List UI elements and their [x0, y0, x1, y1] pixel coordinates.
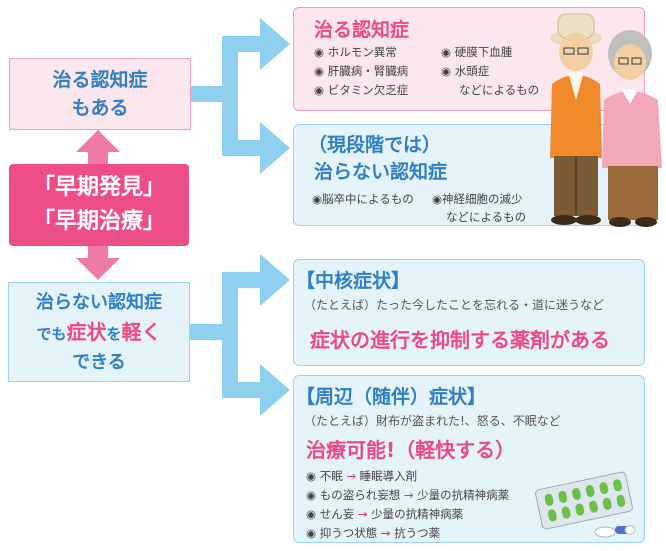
peripheral-example: （たとえば）財布が盗まれた!、怒る、不眠など — [304, 414, 561, 428]
left-bottom-wo: を — [106, 325, 122, 343]
incurable-note: などによるもの — [446, 210, 527, 224]
left-bottom-symptom: 症状 — [66, 320, 107, 344]
curable-note: などによるもの — [459, 83, 540, 97]
left-top-line1: 治る認知症 — [52, 69, 148, 91]
early-detection-treatment-box: 「早期発見」 「早期治療」 — [9, 164, 189, 246]
treatment-arrow: → — [403, 488, 414, 502]
peripheral-title: 【周辺（随伴）症状】 — [296, 386, 487, 408]
elderly-couple-icon — [550, 13, 662, 227]
treatment-drug: 抗うつ薬 — [394, 526, 441, 540]
core-symptoms-box: 【中核症状】 （たとえば）たった今したことを忘れる・道に迷うなど 症状の進行を抑… — [293, 259, 645, 366]
treatment-drug: 睡眠導入剤 — [359, 469, 418, 483]
curable-item: ◉ ビタミン欠乏症 — [314, 83, 409, 97]
center-line2: 「早期治療」 — [32, 209, 165, 234]
treatment-drug: 少量の抗精神病薬 — [417, 488, 510, 502]
incurable-title-line1: （現段階では） — [308, 134, 442, 156]
incurable-dementia-summary: 治らない認知症 でも症状を軽く できる — [8, 282, 190, 382]
treatment-arrow: → — [357, 507, 368, 521]
left-bottom-line1: 治らない認知症 — [36, 292, 162, 313]
curable-title: 治る認知症 — [314, 19, 410, 41]
incurable-title-line2: 治らない認知症 — [314, 161, 448, 183]
treatment-row: ◉ もの盗られ妄想 → 少量の抗精神病薬 — [306, 487, 509, 503]
curable-item: ◉ ホルモン異常 — [314, 45, 397, 59]
curable-dementia-summary: 治る認知症 もある — [9, 58, 191, 130]
left-bottom-line3: できる — [72, 352, 126, 373]
core-title: 【中核症状】 — [296, 270, 411, 292]
left-bottom-lighter: 軽く — [121, 320, 162, 344]
treatment-symptom: ◉ もの盗られ妄想 — [306, 488, 401, 502]
bottom-branch-arrow — [190, 254, 290, 416]
left-bottom-demo: でも — [36, 325, 67, 343]
treatment-symptom: ◉ 不眠 — [306, 469, 343, 483]
center-line1: 「早期発見」 — [32, 175, 165, 200]
core-example: （たとえば）たった今したことを忘れる・道に迷うなど — [304, 298, 605, 312]
treatment-row: ◉ 抑うつ状態 → 抗うつ薬 — [306, 525, 440, 541]
left-bottom-line2: でも症状を軽く — [9, 317, 189, 349]
medicine-pills-icon — [535, 471, 636, 538]
treatment-row: ◉ せん妄 → 少量の抗精神病薬 — [306, 506, 463, 522]
incurable-item: ◉脳卒中によるもの — [312, 192, 414, 206]
top-branch-arrow — [190, 18, 290, 174]
pink-updown-arrow — [76, 130, 120, 280]
curable-item: ◉ 肝臓病・腎臓病 — [314, 64, 409, 78]
treatment-symptom: ◉ 抑うつ状態 — [306, 526, 378, 540]
core-highlight: 症状の進行を抑制する薬剤がある — [310, 328, 610, 352]
incurable-item: ◉神経細胞の減少 — [432, 192, 523, 206]
curable-item: ◉ 水頭症 — [441, 64, 490, 78]
treatment-drug: 少量の抗精神病薬 — [371, 507, 464, 521]
treatment-arrow: → — [380, 526, 391, 540]
peripheral-highlight: 治療可能!（軽快する） — [306, 438, 516, 462]
treatment-arrow: → — [346, 469, 356, 483]
left-top-line2: もある — [71, 97, 129, 119]
curable-item: ◉ 硬膜下血腫 — [441, 45, 513, 59]
treatment-symptom: ◉ せん妄 — [306, 507, 355, 521]
treatment-row: ◉ 不眠 → 睡眠導入剤 — [306, 468, 417, 484]
